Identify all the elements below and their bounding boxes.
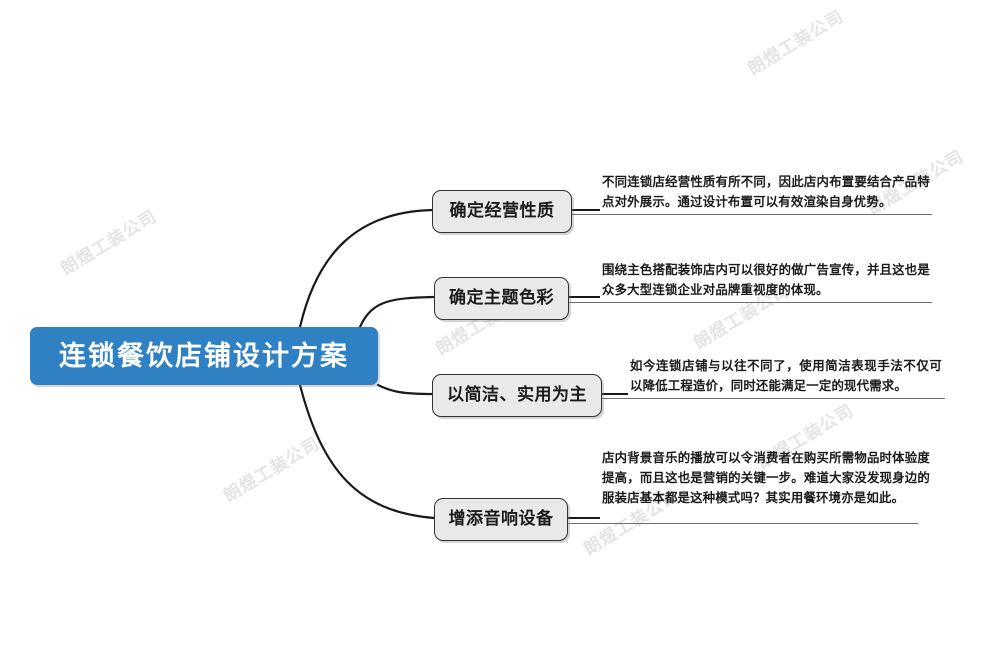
- detail-rule-1: [570, 214, 932, 215]
- connector-branch-2: [358, 295, 436, 329]
- branch-node-1-label: 确定经营性质: [449, 201, 555, 221]
- detail-rule-3: [600, 398, 945, 399]
- detail-text-4: 店内背景音乐的播放可以令消费者在购买所需物品时体验度提高，而且这也是营销的关键一…: [602, 450, 930, 505]
- branch-node-4[interactable]: 增添音响设备: [434, 498, 568, 541]
- branch-node-1[interactable]: 确定经营性质: [432, 190, 572, 233]
- detail-block-1: 不同连锁店经营性质有所不同，因此店内布置要结合产品特点对外展示。通过设计布置可以…: [602, 172, 930, 212]
- detail-text-3: 如今连锁店铺与以往不同了，使用简洁表现手法不仅可以降低工程造价，同时还能满足一定…: [630, 358, 942, 393]
- root-node[interactable]: 连锁餐饮店铺设计方案: [30, 327, 378, 385]
- detail-rule-2: [567, 302, 932, 303]
- root-node-label: 连锁餐饮店铺设计方案: [59, 340, 349, 372]
- connector-branch-3: [376, 383, 434, 396]
- connector-branch-1: [298, 208, 434, 329]
- branch-node-3-label: 以简洁、实用为主: [447, 385, 587, 405]
- detail-block-2: 围绕主色搭配装饰店内可以很好的做广告宣传，并且这也是众多大型连锁企业对品牌重视度…: [602, 260, 930, 300]
- branch-node-4-label: 增添音响设备: [448, 509, 554, 529]
- detail-block-3: 如今连锁店铺与以往不同了，使用简洁表现手法不仅可以降低工程造价，同时还能满足一定…: [630, 356, 942, 396]
- detail-text-2: 围绕主色搭配装饰店内可以很好的做广告宣传，并且这也是众多大型连锁企业对品牌重视度…: [602, 262, 930, 297]
- branch-node-2[interactable]: 确定主题色彩: [434, 277, 569, 320]
- branch-node-2-label: 确定主题色彩: [449, 288, 554, 308]
- connector-branch-4: [298, 383, 436, 520]
- detail-text-1: 不同连锁店经营性质有所不同，因此店内布置要结合产品特点对外展示。通过设计布置可以…: [602, 174, 930, 209]
- branch-node-3[interactable]: 以简洁、实用为主: [432, 374, 602, 417]
- detail-block-4: 店内背景音乐的播放可以令消费者在购买所需物品时体验度提高，而且这也是营销的关键一…: [602, 448, 930, 508]
- detail-rule-4: [566, 523, 918, 524]
